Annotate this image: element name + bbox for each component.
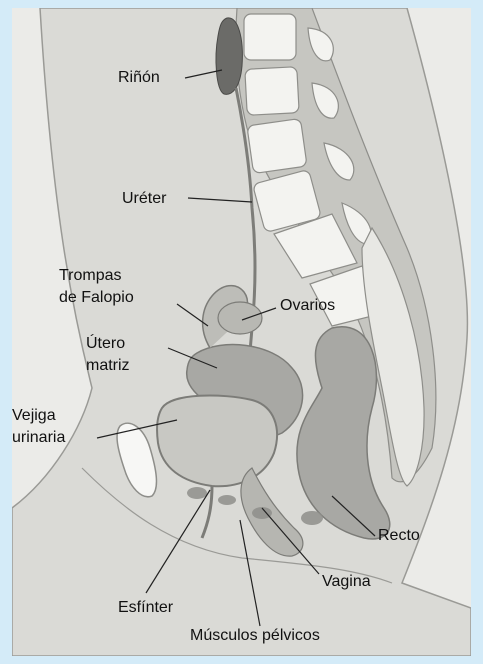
label-ureter: Uréter (122, 189, 166, 209)
kidney (216, 18, 242, 94)
label-musculos: Músculos pélvicos (190, 626, 320, 646)
anatomy-illustration: Riñón Uréter Trompas de Falopio Ovarios … (12, 8, 471, 656)
bladder-organ (157, 395, 277, 486)
label-esfinter: Esfínter (118, 598, 173, 618)
label-vagina: Vagina (322, 572, 371, 592)
label-rinon: Riñón (118, 68, 160, 88)
label-ovarios: Ovarios (280, 296, 335, 316)
label-utero-line1: Útero (86, 334, 125, 354)
label-utero-line2: matriz (86, 356, 130, 376)
label-vejiga-line2: urinaria (12, 428, 65, 448)
ovary (218, 302, 262, 334)
label-trompas-line1: Trompas (59, 266, 122, 286)
label-recto: Recto (378, 526, 420, 546)
label-vejiga-line1: Vejiga (12, 406, 56, 426)
pelvis-cross-section (12, 8, 471, 656)
label-trompas-line2: de Falopio (59, 288, 134, 308)
